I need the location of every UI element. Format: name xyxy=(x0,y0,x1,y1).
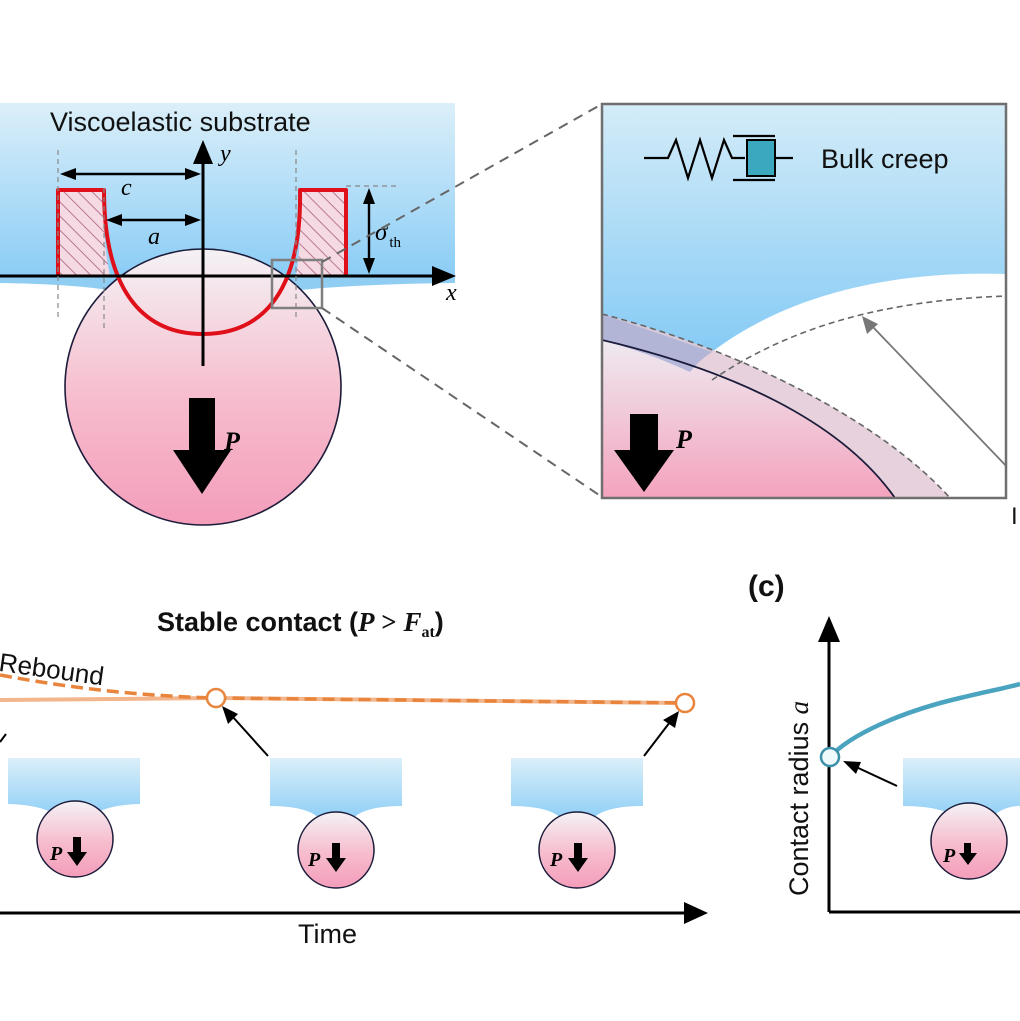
x-axis-arrowhead xyxy=(432,266,456,286)
pointer-mid-head xyxy=(222,706,238,724)
panel-c: (c) Contact radius a P xyxy=(748,570,1020,914)
pointer-left xyxy=(0,733,7,743)
zoom-indicator-box xyxy=(270,258,324,310)
pointer-mid xyxy=(231,715,269,757)
time-axis-label: Time xyxy=(298,919,357,949)
dim-label-a: a xyxy=(148,224,160,250)
bulk-creep-label: Bulk creep xyxy=(821,144,949,174)
contact-radius-curve xyxy=(828,681,1020,759)
cut-off-label: I xyxy=(1011,503,1018,530)
panel-c-y-axis-label: Contact radius a xyxy=(784,701,814,896)
svg-text:P: P xyxy=(942,845,956,867)
pointer-end-head xyxy=(663,711,679,728)
panel-c-pointer xyxy=(853,765,898,787)
panel-c-pointer-head xyxy=(843,761,861,774)
pointer-end xyxy=(643,721,671,757)
zoom-connector-top xyxy=(321,103,603,263)
dim-arrow-a-right-head xyxy=(185,214,201,226)
zoom-load-arrow xyxy=(614,414,674,492)
rebound-curve xyxy=(0,673,686,705)
rebound-label: Rebound xyxy=(0,647,106,691)
load-arrow xyxy=(173,398,231,494)
y-axis-label: y xyxy=(218,141,231,167)
mini-contact-1: P xyxy=(8,758,140,878)
dim-arrow-c-left-head xyxy=(60,168,76,180)
dim-arrow-a-left-head xyxy=(106,214,122,226)
dim-label-c: c xyxy=(121,175,132,201)
dim-arrow-sigma-bottom-head xyxy=(363,258,375,274)
panel-c-mini-contact: P xyxy=(903,758,1020,880)
hatched-zone-right xyxy=(296,190,346,276)
zoom-sphere-outline xyxy=(602,339,896,498)
svg-text:P: P xyxy=(49,843,63,865)
zoom-pointer-arrowhead xyxy=(862,316,878,334)
panel-b: Stable contact (P > Fat) Rebound P P P xyxy=(0,607,708,949)
panel-c-y-arrowhead xyxy=(818,616,840,642)
marker-mid xyxy=(205,687,227,709)
zoom-pointer-arrow xyxy=(871,325,1006,468)
zoom-creep-layer-overlap xyxy=(602,314,712,372)
zoom-sphere-interior xyxy=(602,340,895,498)
panel-c-label: (c) xyxy=(748,570,785,603)
zoom-load-label: P xyxy=(675,425,693,454)
hatched-zone-left xyxy=(58,190,110,276)
x-axis-label: x xyxy=(445,280,457,306)
load-label: P xyxy=(223,427,241,456)
panel-a-zoom: Bulk creep P xyxy=(600,102,1008,500)
mini-contact-2: P xyxy=(270,758,402,889)
zoom-connector-bottom xyxy=(321,307,603,498)
zoom-creep-boundary xyxy=(602,313,951,498)
zoom-frame xyxy=(600,102,1008,500)
mini-contact-3: P xyxy=(511,758,643,889)
svg-text:P: P xyxy=(307,849,321,871)
zoom-substrate xyxy=(602,104,1006,352)
svg-text:P: P xyxy=(549,849,563,871)
y-axis-arrowhead xyxy=(193,140,213,164)
spring-dashpot-icon xyxy=(644,134,793,182)
dim-arrow-c-right-head xyxy=(185,168,201,180)
dim-arrow-sigma-top-head xyxy=(363,188,375,204)
time-axis-arrowhead xyxy=(684,902,708,924)
zoom-initial-boundary xyxy=(711,295,1006,381)
contact-radius-start-marker xyxy=(819,746,841,768)
substrate-label: Viscoelastic substrate xyxy=(50,107,311,137)
marker-end xyxy=(674,692,696,714)
panel-b-title: Stable contact (P > Fat) xyxy=(157,607,444,641)
